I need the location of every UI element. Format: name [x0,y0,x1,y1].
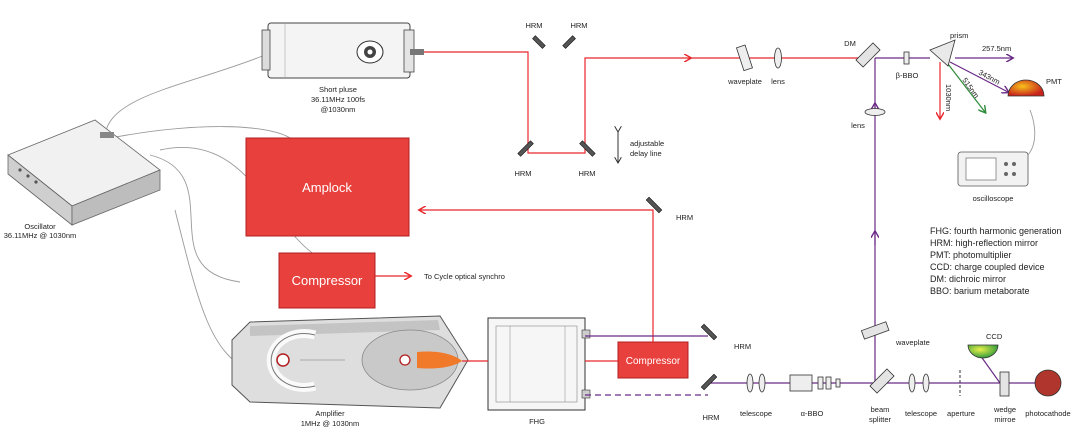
short-pulse-label-line1: Short pluse [319,85,357,94]
oscillator-label-line2: 36.11MHz @ 1030nm [4,231,77,240]
hrm-label-7: HRM [702,413,719,422]
amplifier-label-line1: Amplifier [315,409,345,418]
red-beams [375,51,940,362]
wavelength-1030-label: 1030nm [944,84,953,111]
telescope-label-1: telescope [740,409,772,418]
legend-line-2: HRM: high-reflection mirror [930,238,1038,248]
amplifier-label-line2: 1MHz @ 1030nm [301,419,359,428]
amplifier-device [231,315,469,409]
amplock-box [245,137,410,237]
oscilloscope-label: oscilloscope [973,194,1014,203]
short-pulse-label-line2: 36.11MHz 100fs [311,95,365,104]
legend-line-3: PMT: photomultiplier [930,250,1012,260]
compressor-label-1: Compressor [292,273,363,288]
legend-line-4: CCD: charge coupled device [930,262,1045,272]
hrm-label-3: HRM [514,169,531,178]
beam-splitter-label-1: beam [871,405,890,414]
prism-label: prism [950,31,968,40]
wedge-label-1: wedge [993,405,1016,414]
fhg-housing [487,317,591,411]
cycle-sync-label: To Cycle optical synchro [424,272,505,281]
hrm-label-5: HRM [676,213,693,222]
oscillator-label-line1: Oscillator [24,222,56,231]
hrm-label-4: HRM [578,169,595,178]
lens-label-1: lens [771,77,785,86]
bbo-label: β-BBO [896,71,919,80]
wedge-label-2: mirroe [994,415,1015,424]
dm-label: DM [844,39,856,48]
pmt-detector [1007,79,1045,97]
waveplate-label-2: waveplate [895,338,930,347]
waveplate-label-1: waveplate [727,77,762,86]
ccd-label: CCD [986,332,1003,341]
optics [735,39,956,393]
short-pulse-laser [261,22,424,79]
legend-line-6: BBO: barium metaborate [930,286,1030,296]
photocathode-label: photocathode [1025,409,1070,418]
pmt-label: PMT [1046,77,1062,86]
wavelength-343-label: 343nm [977,68,1001,87]
delay-line-label-1: adjustable [630,139,664,148]
compressor-box-1 [278,252,376,309]
legend: FHG: fourth harmonic generation HRM: hig… [930,226,1062,296]
wavelength-257-label: 257.5nm [982,44,1011,53]
hrm-label-1: HRM [525,21,542,30]
photocathode-disk [1034,369,1062,397]
delay-line-label-2: delay line [630,149,662,158]
cables [99,54,1036,373]
fhg-label: FHG [529,417,545,426]
oscilloscope-device [957,151,1029,187]
hrm-label-2: HRM [570,21,587,30]
lens-label-2: lens [851,121,865,130]
wavelength-515-label: 515nm [960,76,981,100]
aperture-label: aperture [947,409,975,418]
short-pulse-label-line3: @1030nm [321,105,356,114]
telescope-label-2: telescope [905,409,937,418]
dm-and-splitters [855,42,1010,397]
oscillator-device [7,119,161,226]
legend-line-1: FHG: fourth harmonic generation [930,226,1062,236]
hrm-label-6: HRM [734,342,751,351]
legend-line-5: DM: dichroic mirror [930,274,1006,284]
compressor-box-2 [617,341,689,379]
green-beam-515 [947,63,985,112]
amplock-label: Amplock [302,180,352,195]
hrm-mirrors [517,35,718,391]
beam-splitter-label-2: splitter [869,415,892,424]
alpha-bbo-label: α-BBO [801,409,824,418]
ccd-detector [967,344,999,359]
compressor-label-2: Compressor [626,356,681,367]
